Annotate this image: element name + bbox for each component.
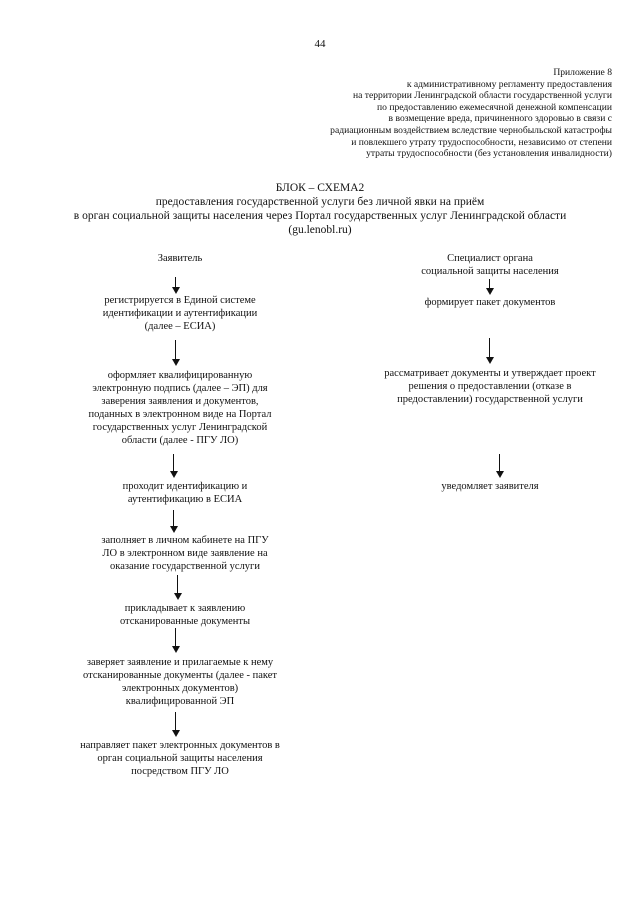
specialist-column-heading: Специалист органа социальной защиты насе…: [375, 252, 605, 278]
step-line: оказание государственной услуги: [110, 561, 260, 572]
step-line: отсканированные документы (далее - пакет: [82, 670, 277, 681]
appendix-line: по предоставлению ежемесячной денежной к…: [376, 101, 612, 113]
flow-arrow-down: [172, 628, 180, 653]
flow-arrow-down: [172, 712, 180, 737]
step-line: посредством ПГУ ЛО: [131, 766, 229, 777]
flow-arrow-down: [172, 277, 180, 294]
step-line: предоставлении) государственной услуги: [397, 394, 583, 405]
appendix-line: радиационным воздействием вследствие чер…: [330, 124, 612, 136]
appendix-line: Приложение 8: [553, 67, 612, 78]
step-line: идентификации и аутентификации: [102, 308, 258, 319]
step-line: рассматривает документы и утверждает про…: [384, 368, 596, 379]
appendix-line: на территории Ленинградской области госу…: [353, 90, 612, 102]
flowchart-title: БЛОК – СХЕМА2 предоставления государстве…: [0, 181, 640, 237]
heading-line: Специалист органа: [447, 253, 533, 264]
specialist-step-notify-applicant: уведомляет заявителя: [375, 480, 605, 493]
appendix-header: Приложение 8 к административному регламе…: [252, 67, 612, 160]
flow-arrow-down: [172, 340, 180, 366]
appendix-line: утраты трудоспособности (без установлени…: [366, 148, 612, 160]
step-line: (далее – ЕСИА): [144, 321, 216, 332]
flowchart-subtitle-line: (gu.lenobl.ru): [288, 224, 352, 236]
specialist-step-form-package: формирует пакет документов: [375, 296, 605, 309]
flow-arrow-down: [496, 454, 504, 478]
step-line: проходит идентификацию и: [122, 481, 248, 492]
step-line: области (далее - ПГУ ЛО): [121, 435, 239, 446]
heading-line: социальной защиты населения: [421, 266, 559, 277]
step-line: квалифицированной ЭП: [125, 696, 235, 707]
applicant-step-fill-application: заполняет в личном кабинете на ПГУ ЛО в …: [70, 534, 300, 573]
flowchart-subtitle-line: в орган социальной защиты населения чере…: [73, 210, 567, 222]
flow-arrow-down: [174, 575, 182, 600]
step-line: электронных документов): [121, 683, 239, 694]
step-line: электронную подпись (далее – ЭП) для: [92, 383, 268, 394]
step-line: отсканированные документы: [119, 616, 251, 627]
flow-arrow-down: [170, 454, 178, 478]
step-line: ЛО в электронном виде заявление на: [102, 548, 268, 559]
specialist-step-review-decision: рассматривает документы и утверждает про…: [355, 367, 625, 406]
flowchart-subtitle-line: предоставления государственной услуги бе…: [155, 196, 485, 208]
step-line: орган социальной защиты населения: [97, 753, 263, 764]
applicant-step-certify: заверяет заявление и прилагаемые к нему …: [45, 656, 315, 708]
flow-arrow-down: [486, 338, 494, 364]
step-line: оформляет квалифицированную: [107, 370, 253, 381]
applicant-step-signature: оформляет квалифицированную электронную …: [50, 369, 310, 447]
step-line: уведомляет заявителя: [441, 481, 539, 492]
appendix-line: в возмещение вреда, причиненного здоровь…: [388, 113, 612, 125]
step-line: решения о предоставлении (отказе в: [408, 381, 572, 392]
step-line: формирует пакет документов: [424, 297, 556, 308]
appendix-line: к административному регламенту предостав…: [406, 78, 612, 90]
step-line: прикладывает к заявлению: [124, 603, 246, 614]
step-line: направляет пакет электронных документов …: [80, 740, 280, 751]
page-number: 44: [314, 38, 326, 50]
step-line: заверяет заявление и прилагаемые к нему: [86, 657, 274, 668]
flow-arrow-down: [170, 510, 178, 533]
applicant-step-attach-documents: прикладывает к заявлению отсканированные…: [70, 602, 300, 628]
applicant-step-register: регистрируется в Единой системе идентифи…: [60, 294, 300, 333]
step-line: заполняет в личном кабинете на ПГУ: [101, 535, 269, 546]
applicant-column-heading: Заявитель: [157, 253, 203, 264]
step-line: заверения заявления и документов,: [101, 396, 259, 407]
applicant-step-send-package: направляет пакет электронных документов …: [45, 739, 315, 778]
step-line: аутентификацию в ЕСИА: [127, 494, 243, 505]
appendix-line: и повлекшего утрату трудоспособности, не…: [351, 136, 612, 148]
flow-arrow-down: [486, 279, 494, 295]
flowchart-heading: БЛОК – СХЕМА2: [275, 182, 365, 194]
step-line: государственных услуг Ленинградской: [92, 422, 268, 433]
step-line: регистрируется в Единой системе: [104, 295, 256, 306]
step-line: поданных в электронном виде на Портал: [88, 409, 272, 420]
applicant-step-identification: проходит идентификацию и аутентификацию …: [70, 480, 300, 506]
